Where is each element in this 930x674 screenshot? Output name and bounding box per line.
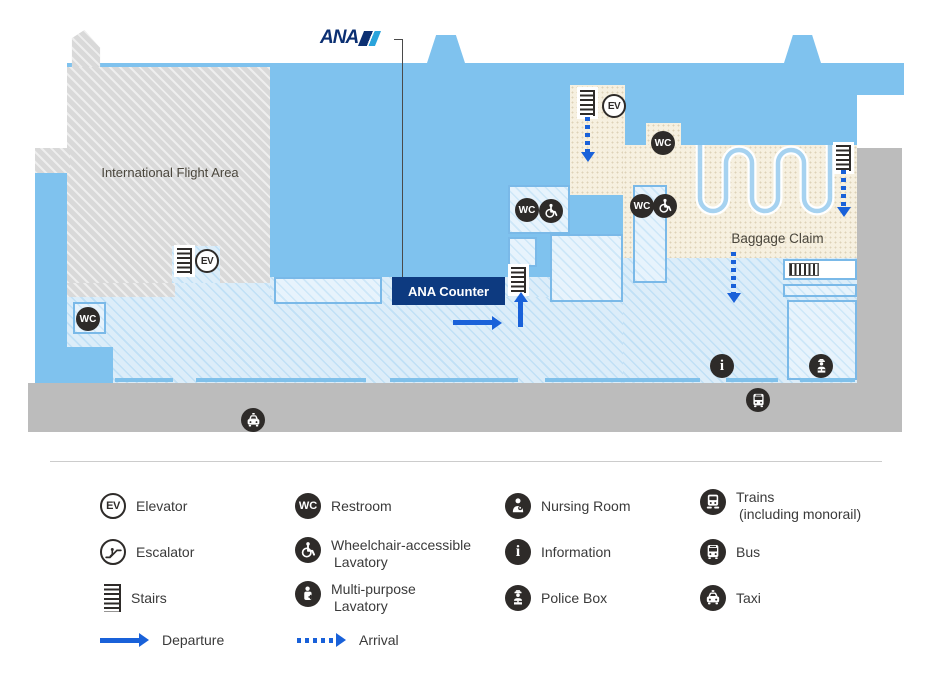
legend-police-box: Police Box xyxy=(505,585,607,611)
taxi-icon xyxy=(700,585,726,611)
room-mid xyxy=(550,234,623,302)
wall-segment xyxy=(196,378,366,382)
legend-departure: Departure xyxy=(100,632,224,648)
stairs-icon xyxy=(511,267,526,293)
road-bottom xyxy=(28,383,902,432)
wall-segment xyxy=(390,378,518,382)
elevator-icon: EV xyxy=(100,493,126,519)
escalator-icon xyxy=(100,539,126,565)
departure-arrow xyxy=(453,315,502,330)
stairs-icon xyxy=(580,90,595,116)
ana-logo: ANA xyxy=(320,27,382,49)
jet-bridge-right xyxy=(784,35,821,63)
departure-arrow-icon xyxy=(100,633,149,647)
strip-right xyxy=(783,284,857,297)
ana-logo-mark xyxy=(358,30,382,46)
baggage-corridor xyxy=(570,85,625,195)
bus-icon xyxy=(746,388,770,412)
terminal-topright-block xyxy=(857,63,904,95)
arrival-arrow xyxy=(726,252,741,303)
legend-trains: Trains(including monorail) xyxy=(700,489,861,523)
wheelchair-icon xyxy=(295,537,321,563)
train-icon xyxy=(700,489,726,515)
international-area-label: International Flight Area xyxy=(101,165,239,180)
arrival-arrow-icon xyxy=(297,633,346,647)
terminal-left-lower xyxy=(35,347,113,383)
control-tower xyxy=(71,30,101,67)
legend-information: i Information xyxy=(505,539,611,565)
ana-logo-text: ANA xyxy=(320,27,359,48)
small-room xyxy=(508,237,537,267)
arrival-arrow xyxy=(580,117,595,162)
restroom-icon: WC xyxy=(295,493,321,519)
nursing-room-icon xyxy=(505,493,531,519)
moving-walkway-icon xyxy=(789,263,819,276)
elevator-icon: EV xyxy=(195,249,219,273)
wall-segment xyxy=(545,378,700,382)
wheelchair-icon xyxy=(653,194,677,218)
stairs-icon xyxy=(104,584,121,612)
jet-bridge-left xyxy=(427,35,465,63)
bus-icon xyxy=(700,539,726,565)
restroom-icon: WC xyxy=(630,194,654,218)
restroom-icon: WC xyxy=(76,307,100,331)
restroom-icon: WC xyxy=(651,131,675,155)
room-left-of-counter xyxy=(274,277,382,304)
counter-pointer-line xyxy=(394,39,403,277)
legend-arrival: Arrival xyxy=(297,632,399,648)
legend-taxi: Taxi xyxy=(700,585,761,611)
legend-elevator: EV Elevator xyxy=(100,493,187,519)
road-right xyxy=(857,148,902,383)
taxi-icon xyxy=(241,408,265,432)
legend-bus: Bus xyxy=(700,539,760,565)
elevator-icon: EV xyxy=(602,94,626,118)
departure-arrow xyxy=(513,292,528,327)
legend-escalator: Escalator xyxy=(100,539,194,565)
legend-stairs: Stairs xyxy=(104,584,167,612)
ana-counter-label: ANA Counter xyxy=(392,277,505,305)
information-icon: i xyxy=(710,354,734,378)
stairs-icon xyxy=(836,145,851,171)
multipurpose-lavatory-icon xyxy=(295,581,321,607)
wheelchair-icon xyxy=(539,199,563,223)
police-box-icon xyxy=(809,354,833,378)
information-icon: i xyxy=(505,539,531,565)
legend-nursing-room: Nursing Room xyxy=(505,493,630,519)
stairs-icon xyxy=(177,248,192,274)
legend-divider xyxy=(50,461,882,462)
international-flight-area-lower xyxy=(67,283,175,297)
legend-restroom: WC Restroom xyxy=(295,493,392,519)
restroom-icon: WC xyxy=(515,198,539,222)
terminal-map: International Flight Area Baggage Claim … xyxy=(28,27,904,432)
police-box-icon xyxy=(505,585,531,611)
arrival-arrow xyxy=(836,170,851,217)
wall-segment xyxy=(115,378,173,382)
international-flight-area-strip xyxy=(35,148,70,173)
baggage-claim-label: Baggage Claim xyxy=(731,231,824,246)
international-flight-area xyxy=(67,67,270,283)
wall-segment xyxy=(726,378,778,382)
baggage-carousel xyxy=(695,145,835,216)
wall-segment xyxy=(800,378,855,382)
